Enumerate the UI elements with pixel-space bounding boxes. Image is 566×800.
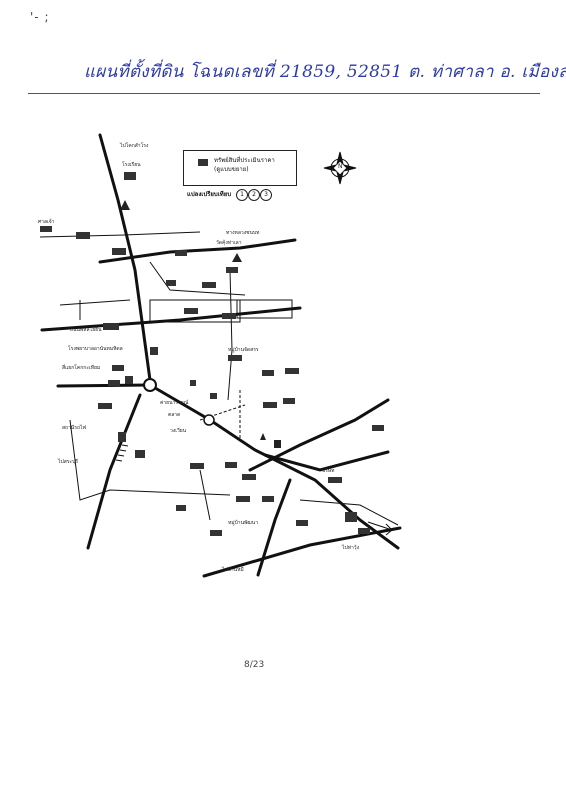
road-east-west-2: [56, 383, 152, 388]
legend-text: ทรัพย์สินที่ประเมินราคา (ดูแบบขยาย): [214, 156, 275, 174]
comparison-marker-2: 2: [248, 189, 260, 201]
legend-item: ทรัพย์สินที่ประเมินราคา: [214, 157, 275, 164]
label-to-saraburi: ไปสระบุรี: [58, 459, 78, 465]
road-east-west-1: [40, 306, 302, 332]
road-upper: [98, 238, 297, 264]
handwritten-title: แผนที่ตั้งที่ดิน โฉนดเลขที่ 21859, 52851…: [84, 62, 566, 82]
block-outline: [149, 299, 241, 323]
label-roundabout: วงเวียน: [170, 428, 187, 434]
label-company: บริษัท: [322, 468, 335, 474]
road-curve-ne: [248, 398, 390, 472]
roundabout: [143, 378, 157, 392]
road-main-se: [148, 383, 400, 550]
label-hospital: โรงพยาบาลอานันทมหิดล: [68, 346, 123, 352]
legend-subitem: (ดูแบบขยาย): [214, 166, 249, 173]
label-temple: วัดคุ้งท่าเลา: [216, 240, 242, 246]
road-minor-7: [59, 299, 131, 306]
label-station: สถานีรถไฟ: [62, 425, 87, 431]
margin-scribble: '- ;: [30, 10, 50, 24]
direction-arrow-icon: [367, 521, 393, 536]
road-lower-west: [86, 393, 142, 550]
label-khok-kathiam: สี่แยกโคกกะเทียม: [62, 365, 101, 371]
label-to-tha-wung: ไปท่าวุ้ง: [342, 545, 360, 551]
label-rural-road: ทางหลวงชนบท: [226, 230, 260, 236]
legend-box: ทรัพย์สินที่ประเมินราคา (ดูแบบขยาย): [183, 150, 297, 186]
temple-icons: [120, 200, 266, 440]
comparison-marker-1: 1: [236, 189, 248, 201]
roundabout-2: [203, 414, 215, 426]
road-east: [263, 450, 390, 472]
block-outline-2: [236, 299, 293, 319]
label-narai-camp: ค่ายนารายณ์: [160, 400, 189, 406]
label-pattana: หมู่บ้านพัฒนา: [228, 520, 259, 526]
comparison-label: แปลงเปรียบเทียบ: [187, 191, 232, 198]
label-market: ตลาด: [168, 412, 181, 418]
comparison-marker-3: 3: [260, 189, 272, 201]
label-school: โรงเรียน: [122, 162, 141, 168]
page-number: 8/23: [244, 660, 265, 670]
label-housing: หมู่บ้านจัดสรร: [228, 347, 259, 353]
legend-swatch: [198, 159, 208, 166]
label-phahonyothin: ถนนพหลโยธิน: [70, 327, 102, 333]
subject-property-marker: [274, 440, 281, 448]
label-shrine: ศาลเจ้า: [38, 219, 55, 225]
north-label: N: [338, 163, 343, 170]
north-arrow-icon: [323, 151, 357, 185]
label-to-khok-samrong: ไปโคกสำโรง: [120, 143, 149, 149]
road-minor-2: [124, 231, 201, 236]
building-clusters: [40, 172, 384, 536]
rail-ticks: [115, 444, 129, 462]
title-underline: [28, 93, 540, 94]
road-minor-3: [149, 261, 246, 296]
road-minor-6: [227, 269, 233, 401]
road-river: [256, 478, 292, 577]
road-minor-9: [299, 499, 399, 526]
road-minor-5: [69, 419, 231, 501]
label-to-ban-mi: ไปบ้านหมี่: [222, 567, 244, 573]
road-minor-8: [199, 469, 211, 521]
